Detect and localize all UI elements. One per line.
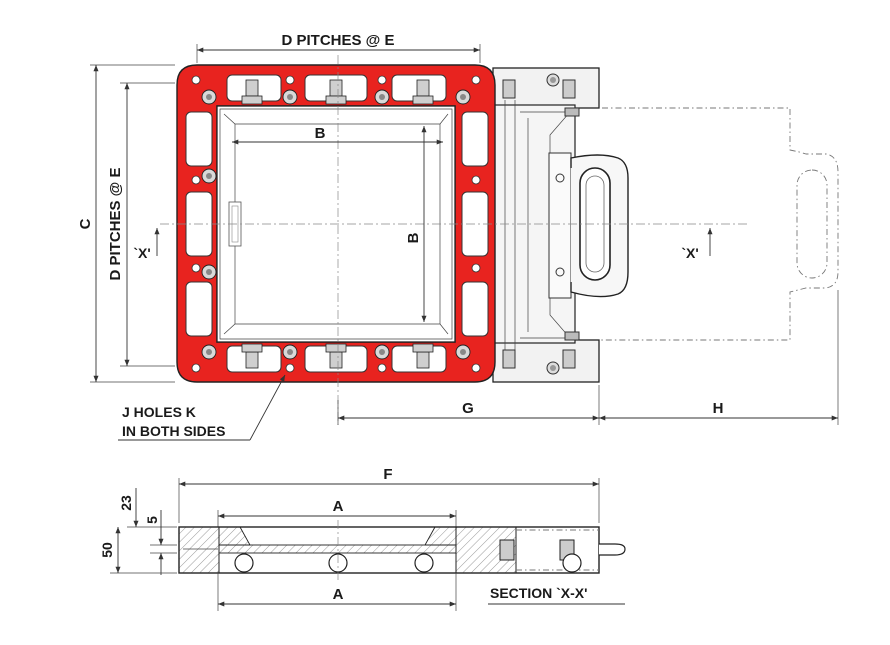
label-holes-line1: J HOLES K <box>122 404 196 420</box>
label-b-horizontal: B <box>315 125 326 142</box>
plan-view: D PITCHES @ E B B D PITCHES @ E C <box>77 32 839 441</box>
label-a-top: A <box>333 498 344 515</box>
dim-f: F <box>178 466 600 523</box>
section-marker-left: `X' <box>133 228 160 261</box>
dim-a-top: A <box>217 498 457 527</box>
label-b-vertical: B <box>405 232 422 243</box>
label-g: G <box>462 400 474 417</box>
dim-23: 23 <box>118 488 177 528</box>
label-50: 50 <box>99 542 115 558</box>
label-23: 23 <box>118 495 134 511</box>
dim-b-vertical: B <box>405 126 427 322</box>
dim-g: G <box>337 385 600 425</box>
label-c: C <box>77 218 94 229</box>
label-a-bottom: A <box>333 586 344 603</box>
label-d-pitches-side: D PITCHES @ E <box>107 168 124 281</box>
label-holes-line2: IN BOTH SIDES <box>122 423 225 439</box>
section-marker-right: `X' <box>681 228 713 261</box>
label-section-left: `X' <box>133 245 150 261</box>
label-h: H <box>713 400 724 417</box>
dim-d-pitches-side: D PITCHES @ E <box>107 82 175 367</box>
label-section-right: `X' <box>681 245 698 261</box>
label-f: F <box>383 466 392 483</box>
label-d-pitches-top: D PITCHES @ E <box>282 32 395 49</box>
red-flange-frame <box>176 64 496 383</box>
holes-callout: J HOLES K IN BOTH SIDES <box>118 374 286 441</box>
guide-housing <box>492 67 629 383</box>
dim-c: C <box>77 64 175 383</box>
dim-50: 50 <box>99 527 177 574</box>
dim-a-bottom: A <box>217 573 457 611</box>
section-view: F A A <box>99 466 626 611</box>
label-5: 5 <box>144 516 160 524</box>
dim-5: 5 <box>144 510 177 575</box>
dim-b-horizontal: B <box>232 125 443 145</box>
section-title: SECTION `X-X' <box>490 585 587 601</box>
dim-h: H <box>599 290 839 425</box>
blade-open-outline <box>575 107 839 341</box>
dim-d-pitches-top: D PITCHES @ E <box>196 32 481 63</box>
